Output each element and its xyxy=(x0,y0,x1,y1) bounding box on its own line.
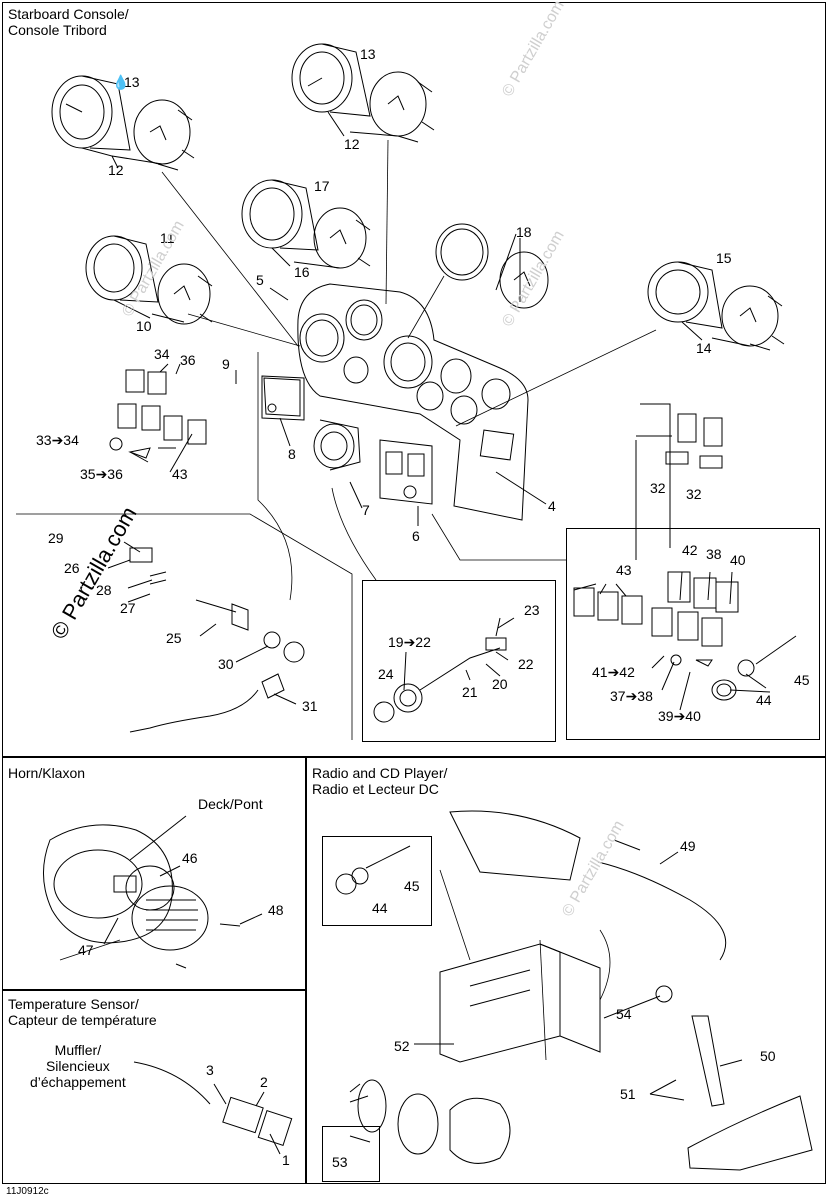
gauge-14 xyxy=(647,261,785,351)
starboard-console-title: Starboard Console/ Console Tribord xyxy=(8,6,129,38)
callout-6: 6 xyxy=(412,528,420,544)
starboard-console-panel xyxy=(2,2,826,757)
callout-43: 43 xyxy=(616,562,632,578)
callout-52: 52 xyxy=(394,1038,410,1054)
callout-19-22: 19➔22 xyxy=(388,634,431,650)
radio-assembly xyxy=(335,810,813,1171)
callout-11: 11 xyxy=(160,230,175,246)
callout-51: 51 xyxy=(620,1086,636,1102)
drop-icon: 💧 xyxy=(112,74,130,90)
callout-32: 32 xyxy=(650,480,666,496)
gauge-10 xyxy=(85,235,213,325)
switch-panel-8 xyxy=(261,375,305,421)
callout-25: 25 xyxy=(166,630,182,646)
gauge-16 xyxy=(241,179,371,269)
callout-22: 22 xyxy=(518,656,534,672)
ignition-housing xyxy=(313,419,361,471)
callout-15: 15 xyxy=(716,250,732,266)
callout-12: 12 xyxy=(108,162,124,178)
console-panel-4 xyxy=(297,283,529,521)
callout-50: 50 xyxy=(760,1048,776,1064)
callout-31: 31 xyxy=(302,698,318,714)
reference-lines xyxy=(16,139,657,1061)
horn-panel xyxy=(2,757,306,990)
callout-13: 13 xyxy=(360,46,376,62)
callout-1: 1 xyxy=(282,1152,290,1168)
callout-48: 48 xyxy=(268,902,284,918)
callout-54: 54 xyxy=(616,1006,632,1022)
callout-12: 12 xyxy=(344,136,360,152)
callout-37-38: 37➔38 xyxy=(610,688,653,704)
pump-inset-box xyxy=(362,580,556,742)
deck-label: Deck/Pont xyxy=(198,796,263,812)
callout-44: 44 xyxy=(756,692,772,708)
callout-16: 16 xyxy=(294,264,310,280)
callout-7: 7 xyxy=(362,502,370,518)
callout-29: 29 xyxy=(48,530,64,546)
leader-lines xyxy=(81,111,771,1155)
temperature-sensor-panel xyxy=(2,990,306,1184)
callout-26: 26 xyxy=(64,560,80,576)
callout-35-36: 35➔36 xyxy=(80,466,123,482)
horn-title: Horn/Klaxon xyxy=(8,765,86,781)
callout-30: 30 xyxy=(218,656,234,672)
callout-45: 45 xyxy=(794,672,810,688)
callout-47: 47 xyxy=(78,942,94,958)
callout-2: 2 xyxy=(260,1074,268,1090)
callout-38: 38 xyxy=(706,546,722,562)
callout-41-42: 41➔42 xyxy=(592,664,635,680)
callout-9: 9 xyxy=(222,356,230,372)
callout-17: 17 xyxy=(314,178,330,194)
callout-18: 18 xyxy=(516,224,532,240)
temperature-sensor xyxy=(133,1061,293,1146)
callout-45: 45 xyxy=(404,878,420,894)
drawing-code: 11J0912c xyxy=(6,1186,49,1197)
callout-33-34: 33➔34 xyxy=(36,432,79,448)
callout-53: 53 xyxy=(332,1154,348,1170)
radio-inset-box xyxy=(322,836,432,926)
callout-10: 10 xyxy=(136,318,152,334)
callout-36: 36 xyxy=(180,352,196,368)
callout-21: 21 xyxy=(462,684,478,700)
callout-49: 49 xyxy=(680,838,696,854)
callout-8: 8 xyxy=(288,446,296,462)
screw-inset-box xyxy=(322,1126,380,1182)
horn-assembly xyxy=(42,824,241,969)
callout-28: 28 xyxy=(96,582,112,598)
radio-title: Radio and CD Player/ Radio et Lecteur DC xyxy=(312,765,448,797)
outlet-assembly xyxy=(129,547,305,733)
callout-44: 44 xyxy=(372,900,388,916)
callout-24: 24 xyxy=(378,666,394,682)
callout-34: 34 xyxy=(154,346,170,362)
switch-group-left xyxy=(109,369,207,459)
callout-27: 27 xyxy=(120,600,136,616)
callout-42: 42 xyxy=(682,542,698,558)
callout-5: 5 xyxy=(256,272,264,288)
callout-14: 14 xyxy=(696,340,712,356)
callout-43: 43 xyxy=(172,466,188,482)
radio-panel xyxy=(306,757,826,1184)
callout-3: 3 xyxy=(206,1062,214,1078)
temperature-sensor-title: Temperature Sensor/ Capteur de températu… xyxy=(8,996,157,1028)
switch-inset-box xyxy=(566,528,820,740)
callout-46: 46 xyxy=(182,850,198,866)
callout-40: 40 xyxy=(730,552,746,568)
pump-assembly xyxy=(373,617,515,723)
callout-4: 4 xyxy=(548,498,556,514)
callout-13: 13 xyxy=(124,74,140,90)
callout-39-40: 39➔40 xyxy=(658,708,701,724)
muffler-label: Muffler/ Silencieux d’échappement xyxy=(30,1042,126,1090)
callout-23: 23 xyxy=(524,602,540,618)
switch-plate-6 xyxy=(379,439,433,505)
callout-32: 32 xyxy=(686,486,702,502)
callout-20: 20 xyxy=(492,676,508,692)
